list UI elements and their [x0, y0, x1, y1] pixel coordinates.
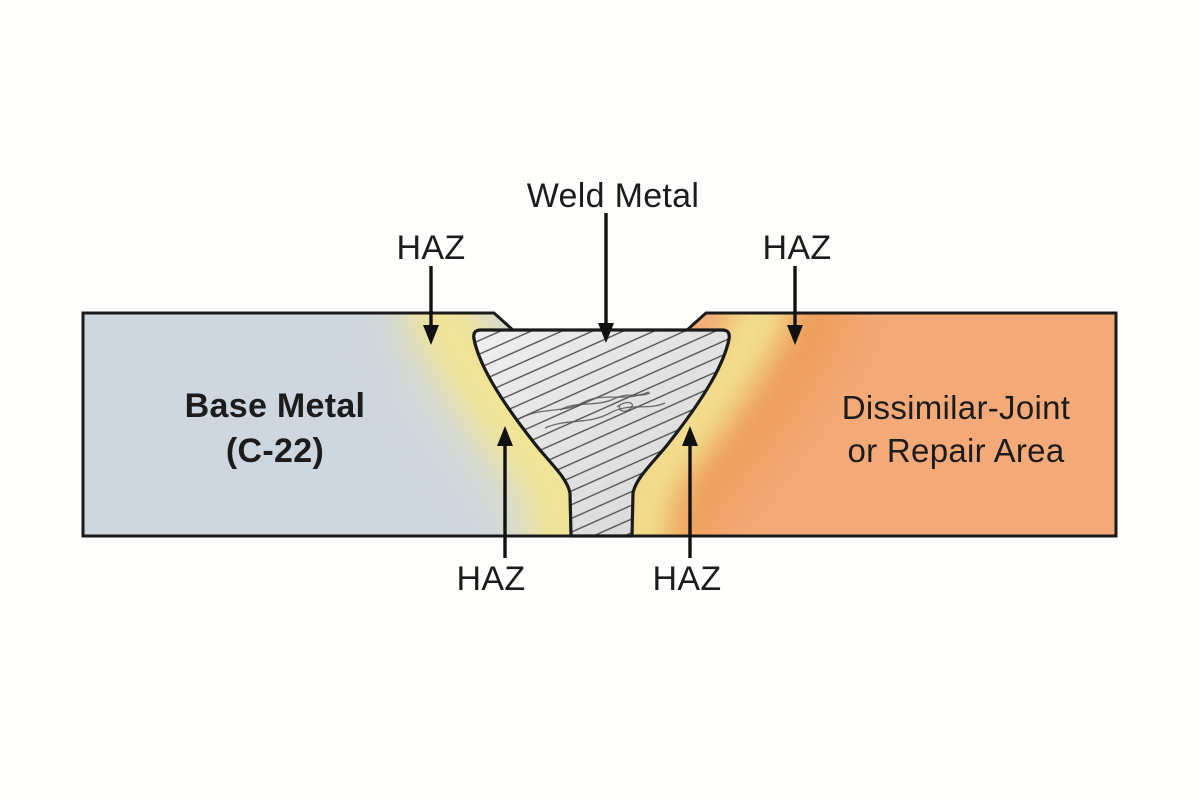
- haz-bottom-left-label: HAZ: [457, 560, 526, 598]
- weld-bead: [472, 328, 731, 538]
- weld-grain-lines: [516, 391, 666, 429]
- base-metal-label-line2: (C-22): [226, 432, 324, 470]
- arrow-heads: [423, 323, 803, 446]
- haz-top-left-arrowhead-icon: [423, 325, 439, 345]
- base-metal-label-line1: Base Metal: [185, 387, 366, 425]
- haz-glow-right-core: [614, 313, 791, 536]
- haz-glow-left-core: [412, 313, 589, 536]
- weld-metal-label: Weld Metal: [527, 177, 699, 215]
- haz-glow-right: [611, 313, 850, 536]
- diagram-labels: Weld Metal HAZ HAZ HAZ HAZ Base Metal (C…: [185, 177, 1070, 598]
- annotation-arrows: [423, 213, 803, 558]
- haz-top-right-label: HAZ: [763, 229, 832, 267]
- weld-metal-arrowhead-icon: [598, 323, 614, 343]
- repair-area-label-line2: or Repair Area: [848, 432, 1065, 469]
- weld-hatch-texture: [473, 330, 730, 536]
- haz-top-left-label: HAZ: [397, 229, 466, 267]
- weld-outline: [472, 328, 731, 538]
- haz-top-right-arrowhead-icon: [787, 325, 803, 345]
- haz-bottom-right-arrowhead-icon: [682, 426, 698, 446]
- haz-bottom-right-label: HAZ: [653, 560, 722, 598]
- haz-bottom-left-arrowhead-icon: [497, 426, 513, 446]
- repair-area-label-line1: Dissimilar-Joint: [842, 389, 1070, 426]
- haz-glow-left: [390, 313, 601, 536]
